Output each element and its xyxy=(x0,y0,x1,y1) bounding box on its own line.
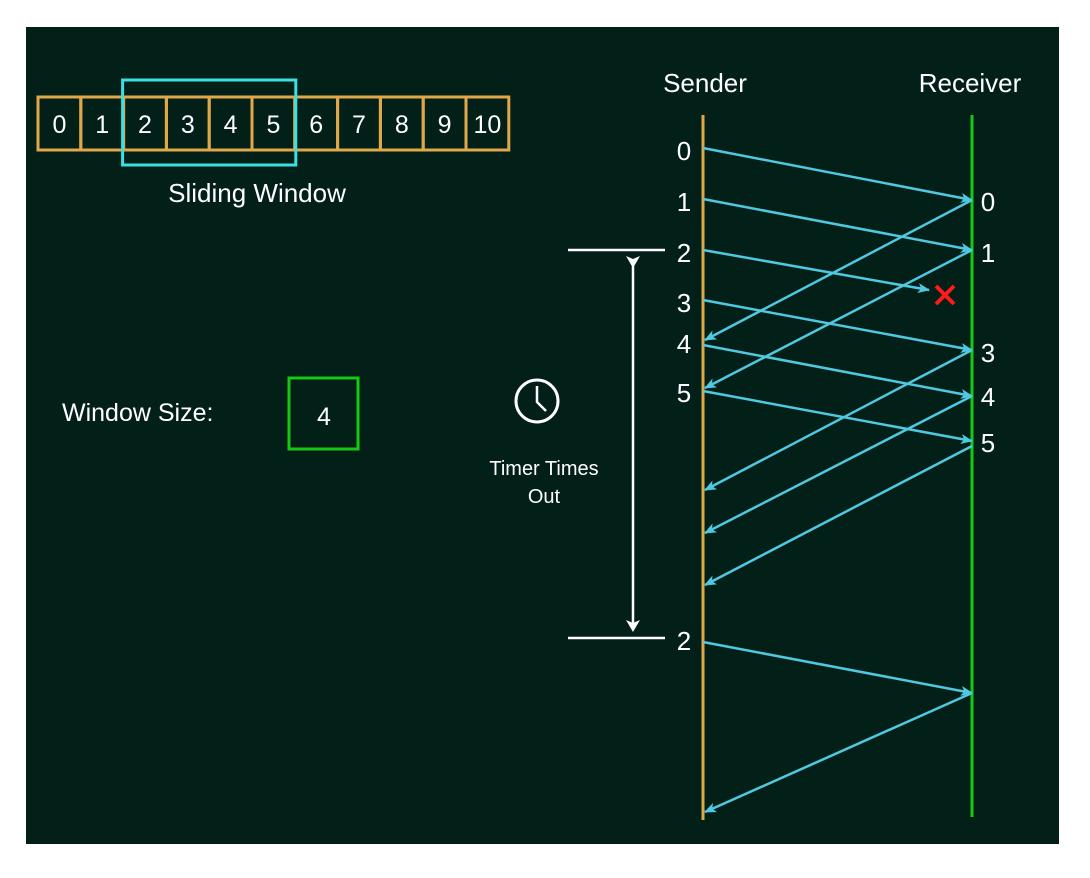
data-frame-arrow xyxy=(702,197,973,253)
window-size-value: 4 xyxy=(317,403,331,431)
sender-frame-number: 2 xyxy=(677,238,691,268)
sliding-window-label: Sliding Window xyxy=(168,178,346,208)
message-arrows xyxy=(702,146,973,814)
sequence-cell-number: 8 xyxy=(395,111,409,139)
sequence-cell-number: 2 xyxy=(138,111,152,139)
sequence-cell-number: 0 xyxy=(52,111,66,139)
sequence-cell-number: 6 xyxy=(309,111,323,139)
data-frame-arrow xyxy=(702,298,973,353)
ack-arrow xyxy=(704,444,973,587)
ack-arrow xyxy=(704,248,973,390)
sender-frame-number: 0 xyxy=(677,136,691,166)
timer-label-line2: Out xyxy=(528,486,561,508)
data-frame-arrow xyxy=(702,343,973,399)
ack-arrow xyxy=(704,348,973,492)
data-frame-arrow xyxy=(702,389,973,444)
sequence-cell-number: 5 xyxy=(266,111,280,139)
ack-arrow xyxy=(704,394,973,535)
data-frame-arrow xyxy=(702,146,973,203)
sequence-cell-number: 3 xyxy=(181,111,195,139)
receiver-frame-number: 1 xyxy=(981,238,995,268)
sequence-cell-number: 10 xyxy=(473,111,501,139)
sliding-window-frame xyxy=(121,78,298,167)
window-size-box xyxy=(287,376,360,451)
ack-arrow xyxy=(704,691,973,814)
ack-arrow xyxy=(704,198,973,342)
sequence-cell-number: 1 xyxy=(95,111,109,139)
sequence-cell-number: 4 xyxy=(224,111,238,139)
lost-frame-arrow xyxy=(702,248,930,294)
sender-frame-number: 3 xyxy=(677,288,691,318)
sender-frame-number: 5 xyxy=(677,378,691,408)
receiver-frame-number: 3 xyxy=(981,338,995,368)
sender-frame-number: 1 xyxy=(677,187,691,217)
receiver-frame-number: 0 xyxy=(981,187,995,217)
sequence-cell xyxy=(464,95,511,152)
receiver-frame-number: 5 xyxy=(981,428,995,458)
lost-frame-x-icon xyxy=(934,284,956,306)
receiver-label: Receiver xyxy=(919,68,1022,98)
sender-frame-number: 4 xyxy=(677,329,691,359)
receiver-frame-number: 4 xyxy=(981,382,995,412)
sequence-cell-number: 9 xyxy=(438,111,452,139)
clock-icon xyxy=(514,378,560,424)
sequence-cell-number: 7 xyxy=(352,111,366,139)
sender-frame-number: 2 xyxy=(677,626,691,656)
data-frame-arrow xyxy=(702,640,973,696)
timer-label-line1: Timer Times xyxy=(489,458,598,480)
window-size-label: Window Size: xyxy=(62,399,213,427)
diagram-canvas xyxy=(26,27,1059,844)
sender-frame-labels: 0 1 2 3 4 5 2 xyxy=(677,136,691,656)
receiver-frame-labels: 0 1 3 4 5 xyxy=(981,187,995,458)
sender-label: Sender xyxy=(663,68,747,98)
